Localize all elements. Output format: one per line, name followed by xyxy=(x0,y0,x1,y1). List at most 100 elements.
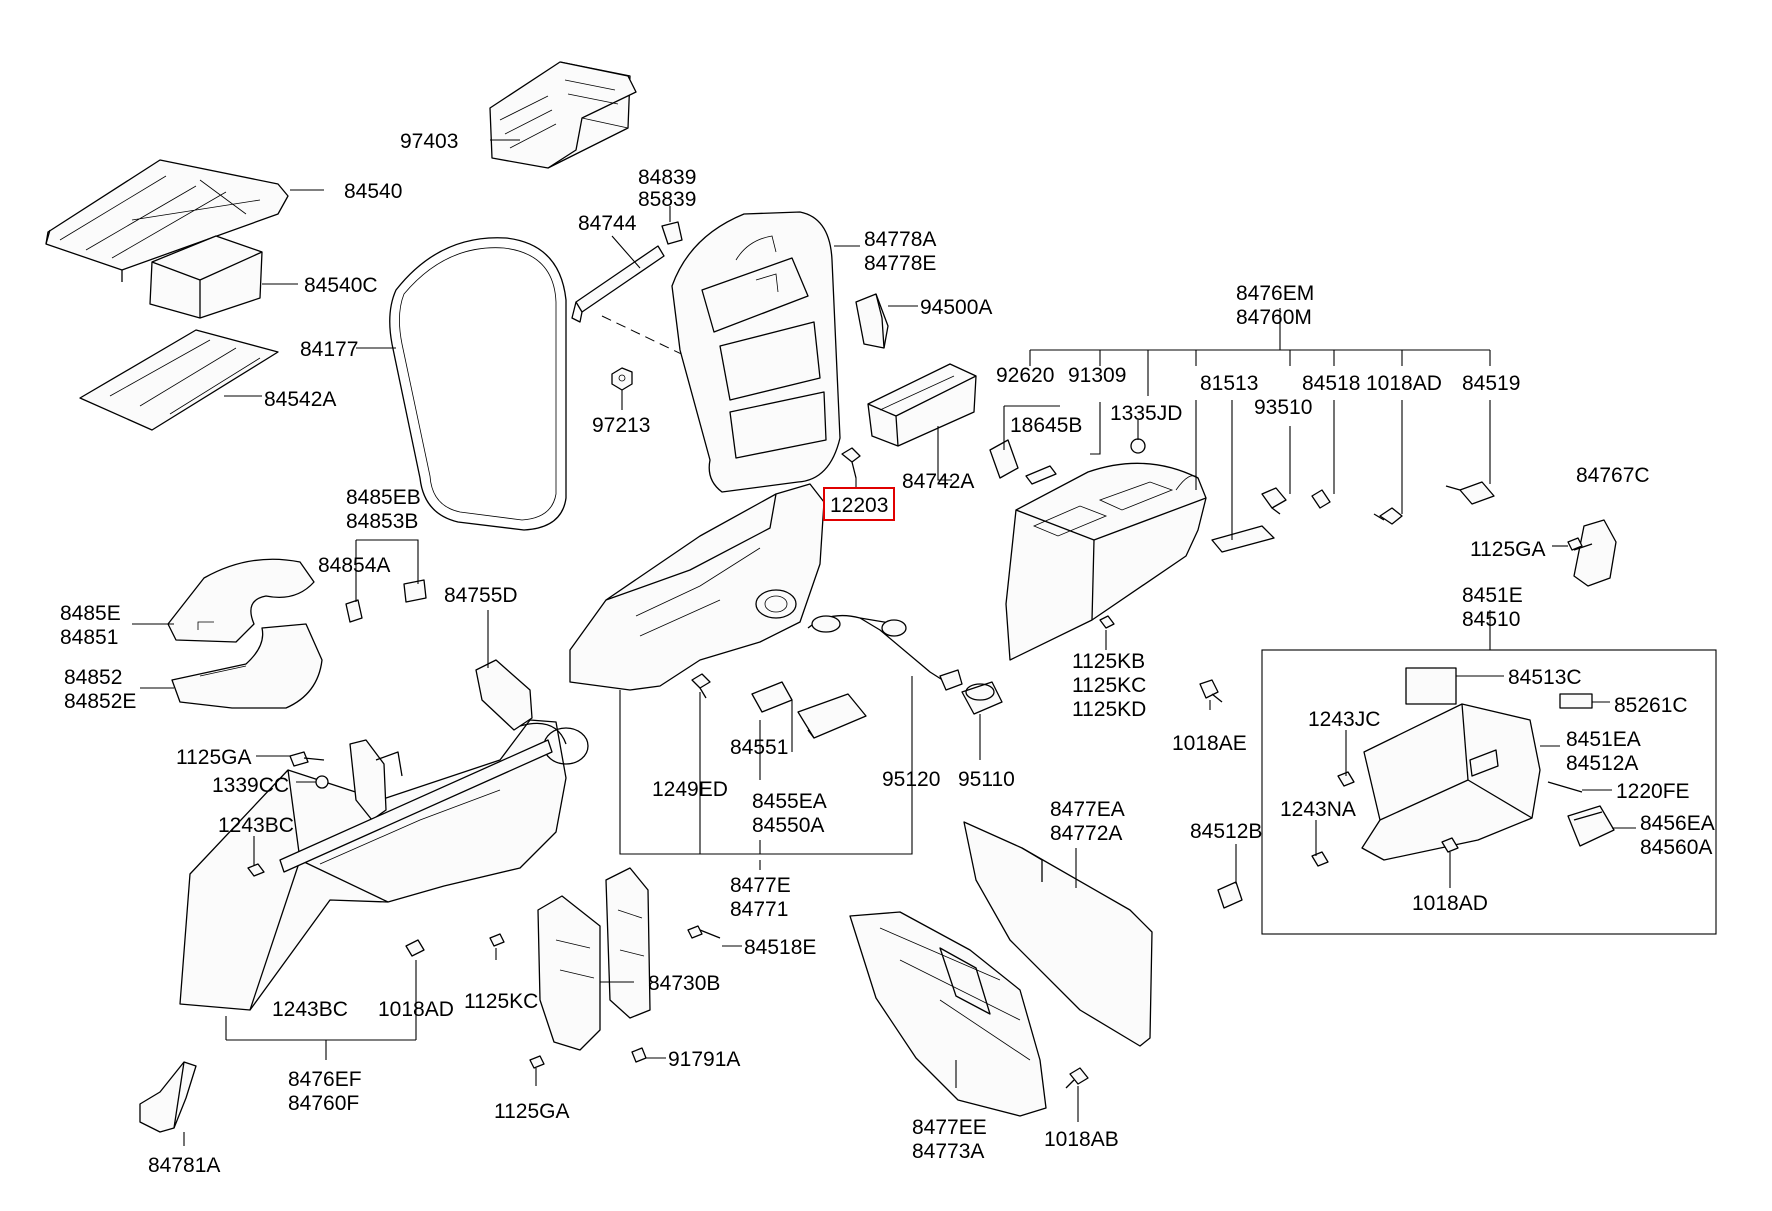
label-84551[interactable]: 84551 xyxy=(730,736,788,759)
part-1220fe-pin-drawing xyxy=(1547,781,1583,793)
label-84760m[interactable]: 84760M xyxy=(1236,306,1312,329)
label-84512a[interactable]: 84512A xyxy=(1566,752,1638,775)
label-8451ea[interactable]: 8451EA xyxy=(1566,728,1641,751)
label-84755d[interactable]: 84755D xyxy=(444,584,518,607)
label-1243jc[interactable]: 1243JC xyxy=(1308,708,1380,731)
label-84760f[interactable]: 84760F xyxy=(288,1092,359,1115)
label-1335jd[interactable]: 1335JD xyxy=(1110,402,1182,425)
label-84839[interactable]: 84839 xyxy=(638,166,696,189)
label-84767c[interactable]: 84767C xyxy=(1576,464,1650,487)
label-1125ga-b[interactable]: 1125GA xyxy=(176,746,252,769)
label-84742a[interactable]: 84742A xyxy=(902,470,974,493)
label-81513[interactable]: 81513 xyxy=(1200,372,1258,395)
label-1249ed[interactable]: 1249ED xyxy=(652,778,728,801)
part-94500a-block-drawing xyxy=(855,293,889,349)
label-84773a[interactable]: 84773A xyxy=(912,1140,984,1163)
label-84519[interactable]: 84519 xyxy=(1462,372,1520,395)
label-84852[interactable]: 84852 xyxy=(64,666,122,689)
label-18645b[interactable]: 18645B xyxy=(1010,414,1082,437)
label-8477ea[interactable]: 8477EA xyxy=(1050,798,1125,821)
label-84778e[interactable]: 84778E xyxy=(864,252,936,275)
label-84854a[interactable]: 84854A xyxy=(318,554,390,577)
label-8477ee[interactable]: 8477EE xyxy=(912,1116,987,1139)
label-8476ef[interactable]: 8476EF xyxy=(288,1068,362,1091)
label-95120[interactable]: 95120 xyxy=(882,768,940,791)
label-84772a[interactable]: 84772A xyxy=(1050,822,1122,845)
label-84851[interactable]: 84851 xyxy=(60,626,118,649)
part-1249ed-bolt-drawing xyxy=(691,673,711,699)
label-1125kc-b[interactable]: 1125KC xyxy=(464,990,538,1013)
label-8477e[interactable]: 8477E xyxy=(730,874,791,897)
label-84542a[interactable]: 84542A xyxy=(264,388,336,411)
label-93510[interactable]: 93510 xyxy=(1254,396,1312,419)
part-84540c-box-drawing xyxy=(149,235,263,319)
label-1243bc-b[interactable]: 1243BC xyxy=(272,998,348,1021)
part-1339cc-bracket-drawing xyxy=(349,739,403,821)
label-84771[interactable]: 84771 xyxy=(730,898,788,921)
label-84510[interactable]: 84510 xyxy=(1462,608,1520,631)
part-1125ga-bolt-b-drawing xyxy=(289,751,325,767)
label-1243bc-a[interactable]: 1243BC xyxy=(218,814,294,837)
label-84540[interactable]: 84540 xyxy=(344,180,402,203)
label-84730b[interactable]: 84730B xyxy=(648,972,720,995)
label-85261c[interactable]: 85261C xyxy=(1614,694,1688,717)
label-85839[interactable]: 85839 xyxy=(638,188,696,211)
label-1125kd[interactable]: 1125KD xyxy=(1072,698,1146,721)
label-1125ga-a[interactable]: 1125GA xyxy=(1470,538,1546,561)
label-84550a[interactable]: 84550A xyxy=(752,814,824,837)
part-12203-screw-drawing xyxy=(841,447,861,479)
part-1125ga-bolt-c-drawing xyxy=(529,1055,545,1069)
part-84177-bezel-drawing xyxy=(389,237,567,531)
part-84519-latch-drawing xyxy=(1445,481,1495,505)
label-1018ab[interactable]: 1018AB xyxy=(1044,1128,1119,1151)
label-97403[interactable]: 97403 xyxy=(400,130,458,153)
label-84540c[interactable]: 84540C xyxy=(304,274,378,297)
label-1018ad-a[interactable]: 1018AD xyxy=(1366,372,1442,395)
part-8456ea-handle-drawing xyxy=(1567,805,1615,847)
highlight-box-12203 xyxy=(823,487,895,521)
label-1243na[interactable]: 1243NA xyxy=(1280,798,1356,821)
part-84551-ashtray-drawing xyxy=(751,681,793,713)
label-97213[interactable]: 97213 xyxy=(592,414,650,437)
label-1018ad-b[interactable]: 1018AD xyxy=(1412,892,1488,915)
part-84854a-clip-drawing xyxy=(345,599,363,623)
label-91791a[interactable]: 91791A xyxy=(668,1048,740,1071)
part-8451ea-glove-box-drawing xyxy=(1361,703,1541,861)
label-8485eb[interactable]: 8485EB xyxy=(346,486,421,509)
part-rail-drawing xyxy=(279,739,553,873)
label-84512b[interactable]: 84512B xyxy=(1190,820,1262,843)
label-1125kc-a[interactable]: 1125KC xyxy=(1072,674,1146,697)
label-84744[interactable]: 84744 xyxy=(578,212,637,235)
label-84781a[interactable]: 84781A xyxy=(148,1154,220,1177)
label-84853b[interactable]: 84853B xyxy=(346,510,418,533)
label-1339cc[interactable]: 1339CC xyxy=(212,774,289,797)
label-95110[interactable]: 95110 xyxy=(958,768,1015,791)
label-84177[interactable]: 84177 xyxy=(300,338,358,361)
part-84852-shroud-lower-drawing xyxy=(171,623,323,709)
label-8455ea[interactable]: 8455EA xyxy=(752,790,827,813)
label-1018ad-c[interactable]: 1018AD xyxy=(378,998,454,1021)
label-84852e[interactable]: 84852E xyxy=(64,690,136,713)
label-91309[interactable]: 91309 xyxy=(1068,364,1126,387)
label-84518e[interactable]: 84518E xyxy=(744,936,816,959)
label-94500a[interactable]: 94500A xyxy=(920,296,992,319)
label-8456ea[interactable]: 8456EA xyxy=(1640,812,1715,835)
label-1220fe[interactable]: 1220FE xyxy=(1616,780,1690,803)
label-84518[interactable]: 84518 xyxy=(1302,372,1360,395)
label-1125kb[interactable]: 1125KB xyxy=(1072,650,1145,673)
label-84778a[interactable]: 84778A xyxy=(864,228,936,251)
label-8451e[interactable]: 8451E xyxy=(1462,584,1523,607)
part-1018ad-bolt-c-drawing xyxy=(405,939,425,957)
part-84512b-latch-drawing xyxy=(1217,881,1243,909)
label-92620[interactable]: 92620 xyxy=(996,364,1054,387)
label-8476em[interactable]: 8476EM xyxy=(1236,282,1314,305)
label-1018ae[interactable]: 1018AE xyxy=(1172,732,1247,755)
label-12203[interactable]: 12203 xyxy=(830,494,888,517)
leader-lines xyxy=(132,139,1636,1146)
label-8485e[interactable]: 8485E xyxy=(60,602,121,625)
label-84560a[interactable]: 84560A xyxy=(1640,836,1712,859)
part-97213-nut-drawing xyxy=(611,367,633,391)
label-1125ga-c[interactable]: 1125GA xyxy=(494,1100,570,1123)
label-84513c[interactable]: 84513C xyxy=(1508,666,1582,689)
